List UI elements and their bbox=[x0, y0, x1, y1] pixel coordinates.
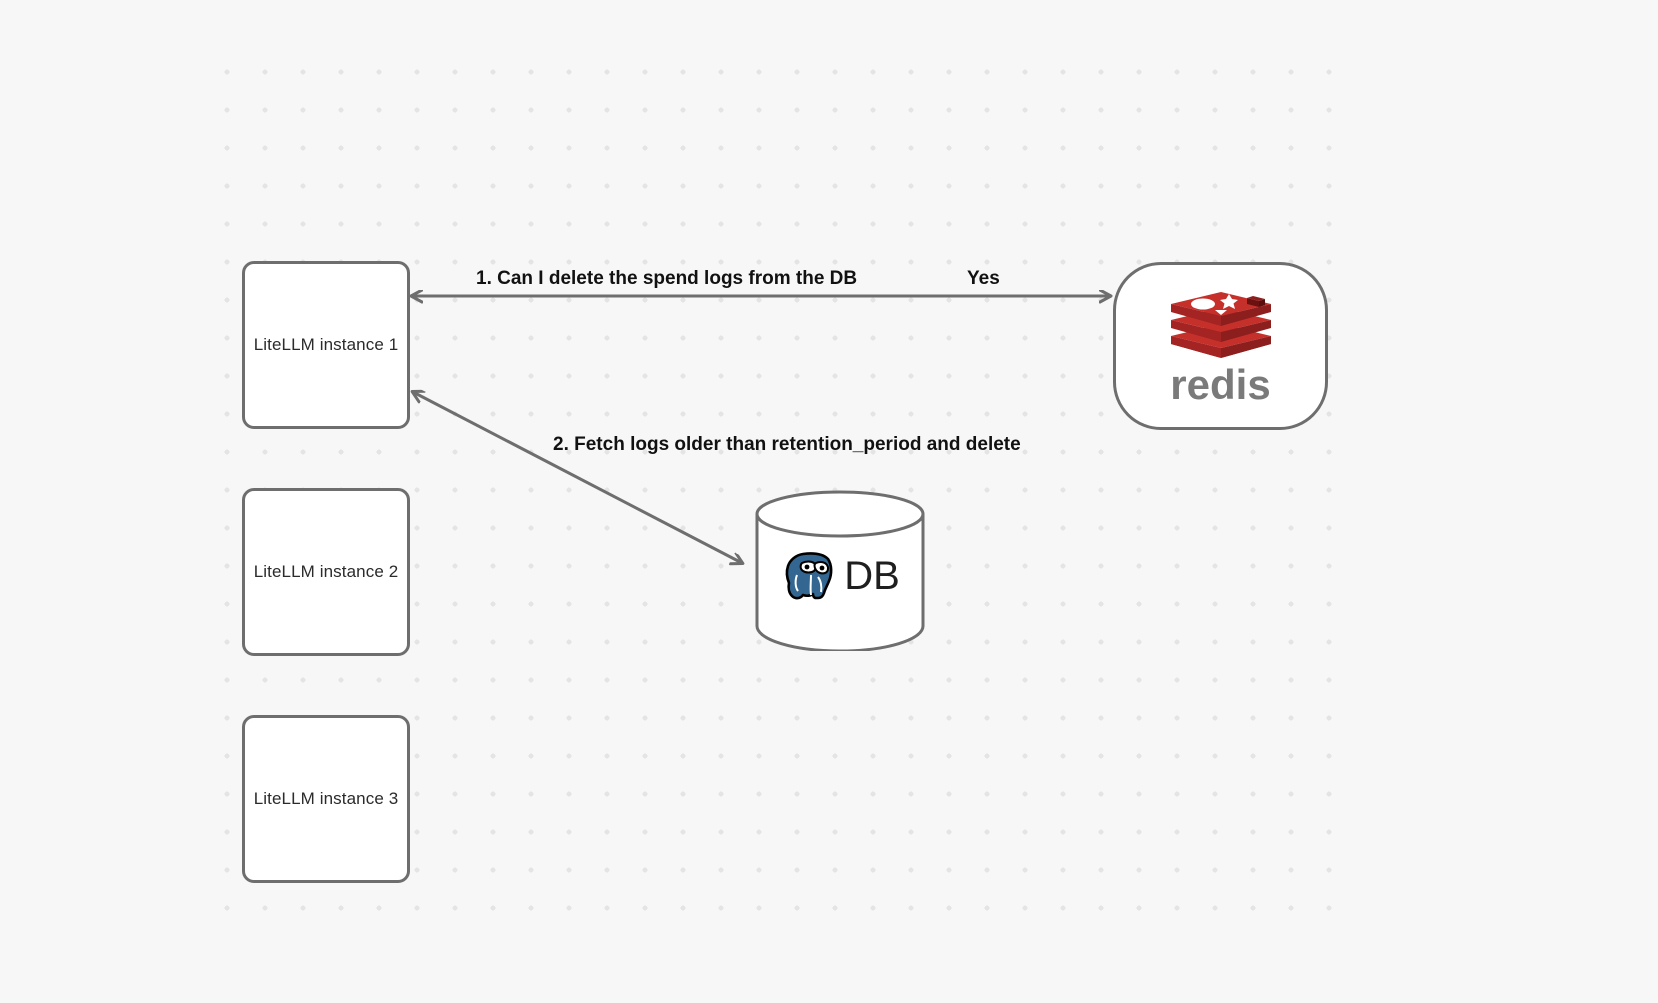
canvas-top-margin bbox=[0, 0, 1658, 62]
edge-label-fetch-delete: 2. Fetch logs older than retention_perio… bbox=[553, 434, 1021, 455]
db-label: DB bbox=[844, 553, 900, 598]
postgresql-elephant-icon bbox=[785, 552, 833, 600]
edge-litellm1-db bbox=[413, 392, 742, 563]
node-litellm-instance-3[interactable]: LiteLLM instance 3 bbox=[242, 715, 410, 883]
cylinder-shape bbox=[755, 490, 925, 653]
edge-label-question: 1. Can I delete the spend logs from the … bbox=[476, 268, 858, 289]
node-litellm-instance-1[interactable]: LiteLLM instance 1 bbox=[242, 261, 410, 429]
canvas-right-margin bbox=[1342, 0, 1658, 1003]
node-postgres-db[interactable]: DB bbox=[754, 489, 926, 653]
node-label: LiteLLM instance 2 bbox=[253, 562, 399, 581]
node-litellm-instance-2[interactable]: LiteLLM instance 2 bbox=[242, 488, 410, 656]
redis-wordmark: redis bbox=[1170, 361, 1271, 408]
edge-label-answer: Yes bbox=[967, 268, 1000, 289]
redis-logo-icon bbox=[1170, 292, 1271, 358]
canvas-left-margin bbox=[0, 0, 216, 1003]
node-label: LiteLLM instance 1 bbox=[253, 335, 399, 354]
node-redis[interactable]: redis bbox=[1113, 262, 1328, 430]
canvas-bottom-margin bbox=[0, 913, 1658, 1003]
node-label: LiteLLM instance 3 bbox=[253, 789, 399, 808]
